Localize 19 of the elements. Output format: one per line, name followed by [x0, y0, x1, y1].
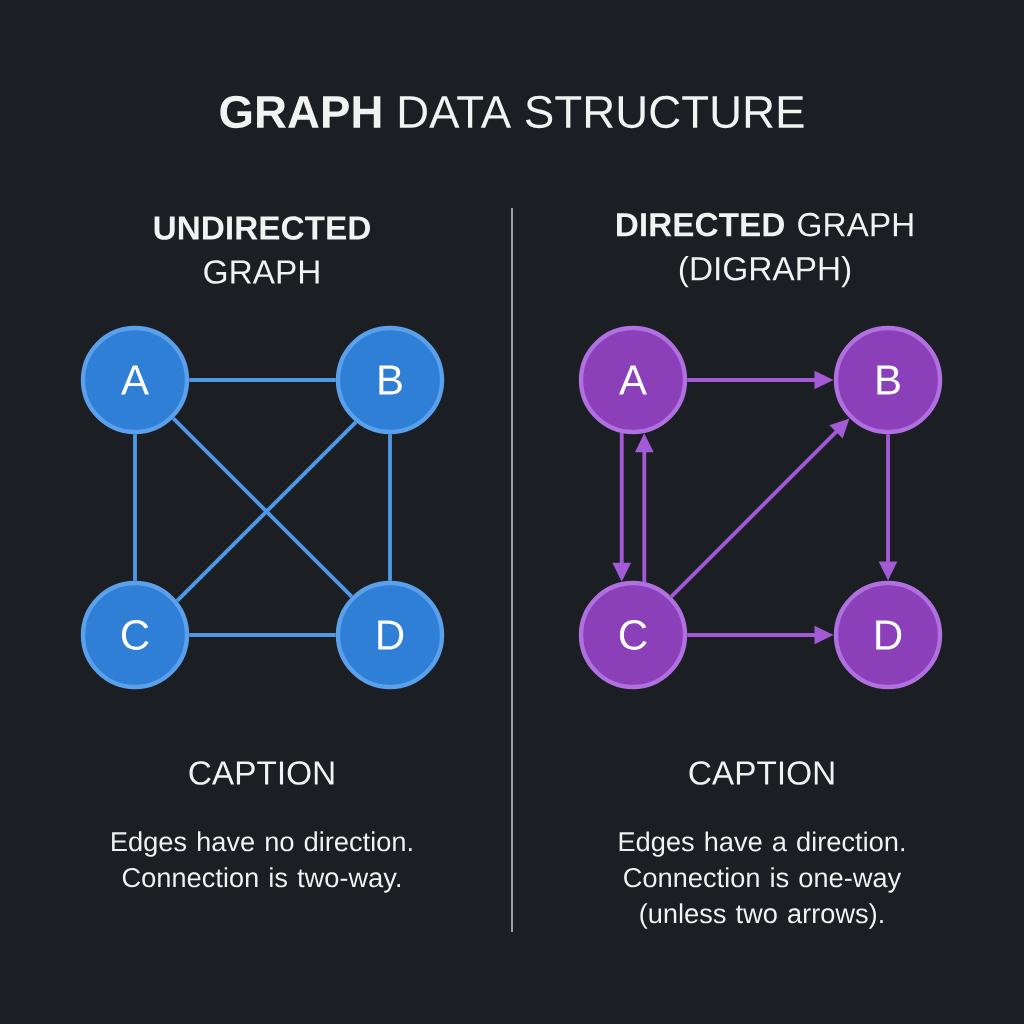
title: GRAPH DATA STRUCTURE	[220, 95, 804, 129]
graph-vertex: B	[335, 325, 445, 435]
graph-vertex: A	[578, 325, 688, 435]
graph-vertex: C	[80, 580, 190, 690]
section-heading: DIRECTED GRAPH (DIGRAPH)	[617, 212, 913, 288]
edge-line	[388, 434, 392, 581]
graph-vertex: D	[335, 580, 445, 690]
edge-line	[189, 633, 336, 637]
graph-vertex: B	[833, 325, 943, 435]
caption-heading: CAPTION	[189, 761, 334, 785]
section-heading: UNDIRECTED GRAPH	[154, 216, 370, 284]
graph-vertex: A	[80, 325, 190, 435]
caption-heading: CAPTION	[689, 761, 834, 785]
graph-vertex: C	[578, 580, 688, 690]
graph-vertex: D	[833, 580, 943, 690]
caption-text: Edges have a direction. Connection is one-way (unless two arrows).	[619, 831, 904, 929]
edge-line	[133, 434, 137, 581]
edge-line	[189, 378, 336, 382]
caption-text: Edges have no direction. Connection is two-way.	[112, 831, 412, 893]
